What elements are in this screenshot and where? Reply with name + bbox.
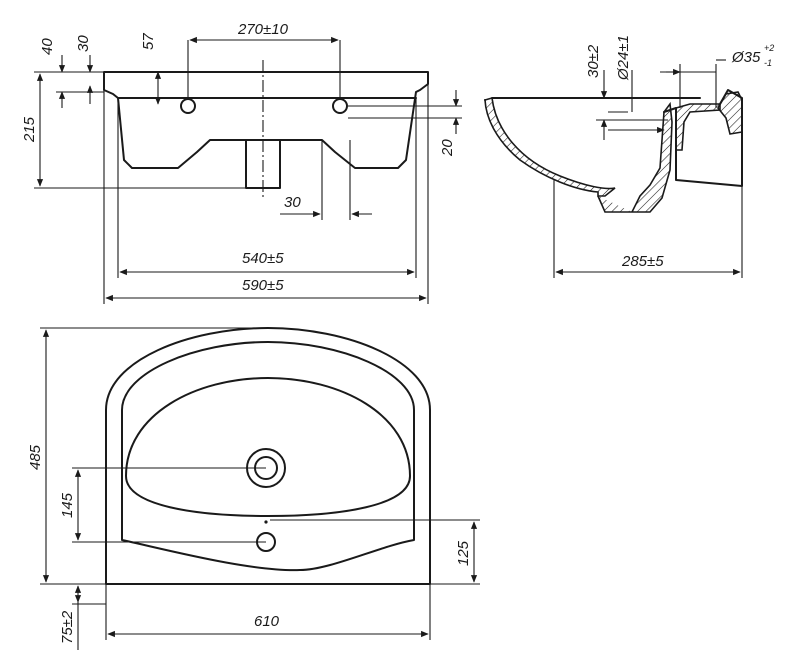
top-inner-rim [121,341,415,572]
dim-285-label: 285±5 [621,253,664,270]
front-basin-outline [103,71,429,169]
dim-40-label: 40 [39,38,56,55]
dim-24-label: Ø24±1 [615,35,632,81]
dim-540-label: 540±5 [242,250,284,267]
dim-125-label: 125 [455,540,472,566]
dim-270-label: 270±10 [237,21,289,38]
dim-35-tol-up: +2 [764,43,774,53]
dim-30-2-label: 30±2 [585,44,602,78]
top-bowl-outline [125,377,411,517]
dim-590-label: 590±5 [242,277,284,294]
left-tap-hole [180,98,196,114]
dim-35-tol-dn: -1 [764,58,772,68]
section-rim [717,91,743,135]
dim-145-label: 145 [59,492,76,518]
dim-30-top-label: 30 [75,35,92,52]
right-tap-hole [332,98,348,114]
dim-75-label: 75±2 [59,610,76,644]
dim-610-label: 610 [254,613,280,630]
dim-30-bottom-label: 30 [284,194,301,211]
dim-35-label: Ø35 [731,49,761,66]
section-overflow-channel [675,103,721,151]
dim-215-label: 215 [21,116,38,143]
top-center-mark [264,520,268,524]
side-section-view: 30±2 Ø24±1 Ø35 +2 -1 285±5 [484,35,774,278]
dim-20-label: 20 [439,139,456,157]
dim-485-label: 485 [27,444,44,470]
top-outer-outline [105,327,431,585]
section-bowl-wall [484,96,616,197]
dim-57-label: 57 [140,33,157,50]
front-view: 270±10 40 30 57 215 20 30 540±5 [21,21,462,304]
top-view: 485 145 125 75±2 610 [27,327,480,650]
